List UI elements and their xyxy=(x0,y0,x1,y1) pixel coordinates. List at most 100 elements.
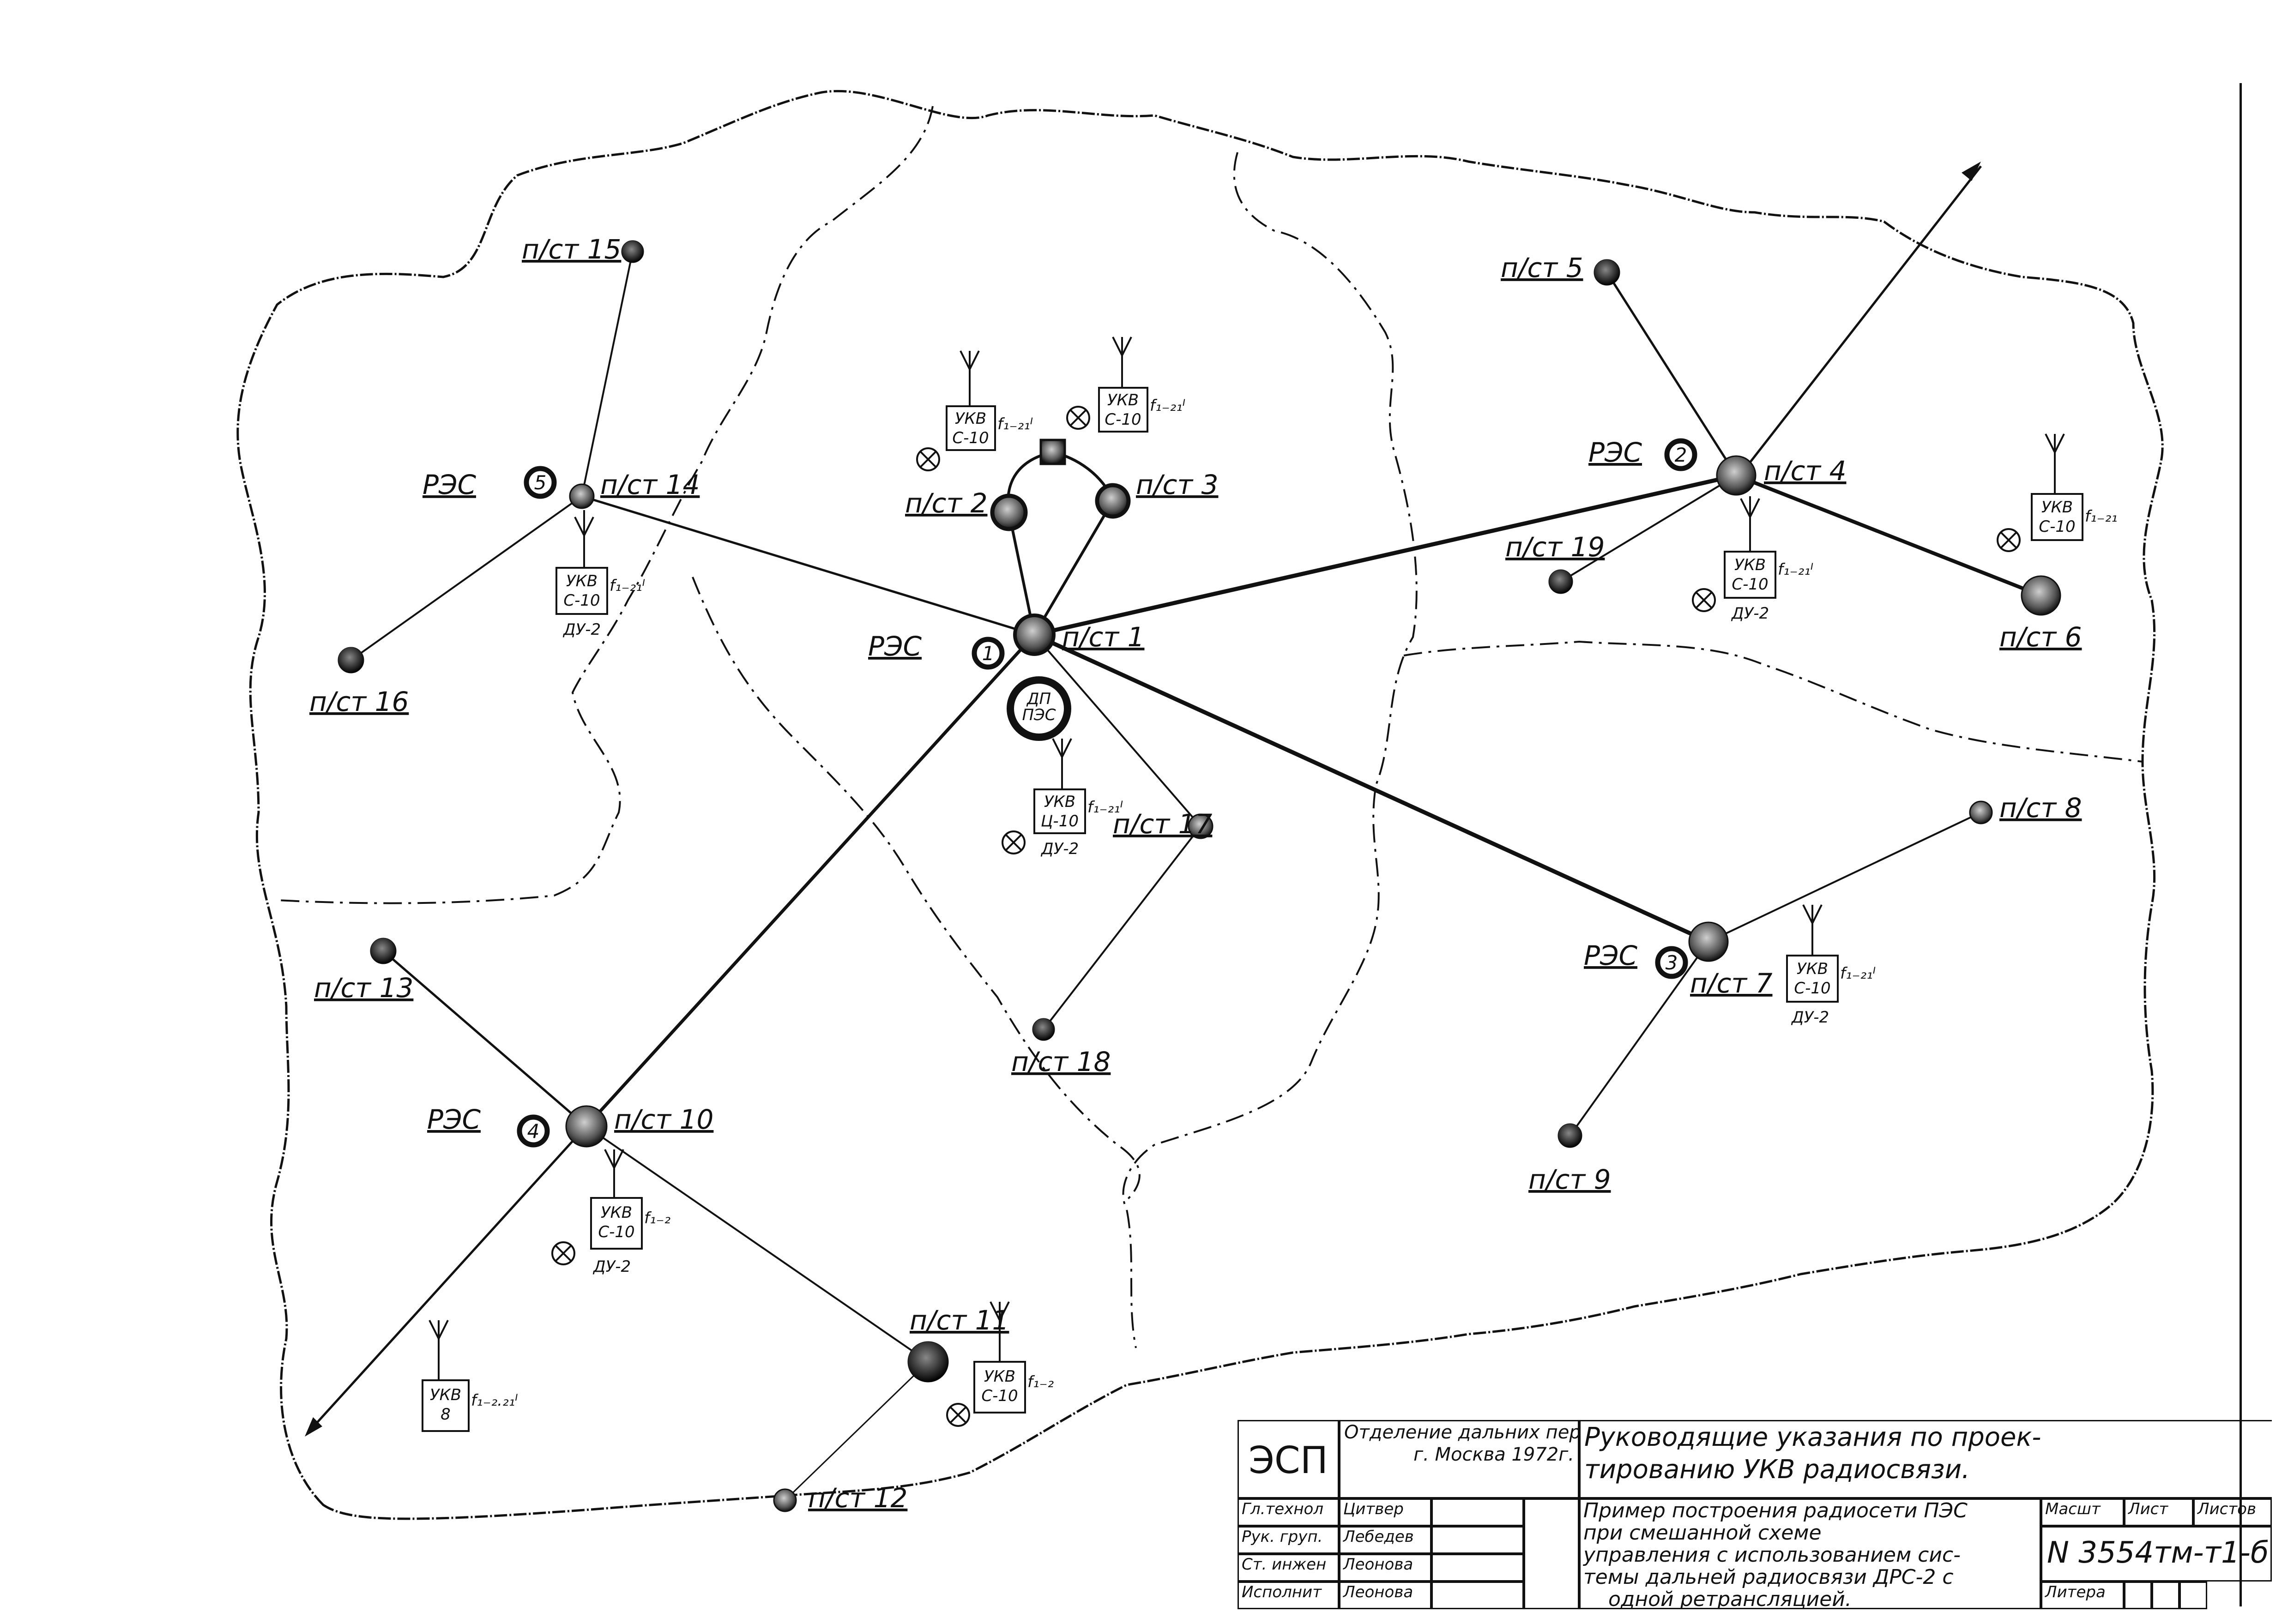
stamp-title-line2: тированию УКВ радиосвязи. xyxy=(1584,1455,1970,1485)
label-n5: п/ст 5 xyxy=(1501,252,1583,283)
node-n10 xyxy=(565,1105,608,1148)
u3-line2: С-10 xyxy=(1105,410,1141,429)
u8-line1: УКВ xyxy=(601,1203,632,1222)
dp-pes-node xyxy=(1007,676,1071,741)
res-label-4: РЭС xyxy=(427,1104,481,1135)
stamp-empty xyxy=(1524,1498,1579,1609)
u6-extra: ДУ-2 xyxy=(1731,604,1769,623)
stamp-desc-line3: управления с использованием сис- xyxy=(1583,1543,1961,1567)
node-n16 xyxy=(338,647,364,674)
node-n8 xyxy=(1969,800,1993,824)
res-label-1: РЭС xyxy=(868,631,922,662)
label-n10: п/ст 10 xyxy=(614,1104,713,1135)
u9-freq: f₁₋₂ xyxy=(1027,1373,1054,1391)
u5-freq: f₁₋₂₁ xyxy=(2085,507,2118,526)
res-label-5: РЭС xyxy=(423,469,476,500)
stamp-signature-4 xyxy=(1431,1582,1524,1609)
label-n2: п/ст 2 xyxy=(905,487,987,519)
radio-unit-texts: УКВ Ц-10 f₁₋₂₁ᴵ ДУ-2 УКВ С-10 f₁₋₂₁ᴵ УКВ… xyxy=(430,391,2118,1424)
stamp-role-1: Гл.технол xyxy=(1238,1498,1339,1526)
transit-lines xyxy=(305,162,1982,1437)
district-borders xyxy=(277,106,2143,1348)
stamp-title: Руководящие указания по проек- тированию… xyxy=(1579,1420,2272,1498)
stamp-org: ЭСП xyxy=(1238,1420,1339,1498)
u1-line1: УКВ xyxy=(1044,793,1075,811)
stamp-role-3: Ст. инжен xyxy=(1238,1554,1339,1582)
label-n8: п/ст 8 xyxy=(1999,792,2082,824)
u1-freq: f₁₋₂₁ᴵ xyxy=(1087,798,1123,817)
u3-line1: УКВ xyxy=(1107,391,1139,409)
stamp-dept-line2: г. Москва 1972г. xyxy=(1413,1444,1574,1465)
res-number-2: 2 xyxy=(1675,444,1687,466)
node-n5 xyxy=(1594,259,1620,286)
u9-line1: УКВ xyxy=(984,1367,1015,1386)
node-n6 xyxy=(2021,575,2061,616)
node-n15 xyxy=(621,240,644,263)
stamp-name-3: Леонова xyxy=(1339,1554,1431,1582)
label-n14: п/ст 14 xyxy=(600,469,700,500)
node-n7 xyxy=(1688,921,1729,962)
stamp-description: Пример построения радиосети ПЭС при смеш… xyxy=(1579,1498,2041,1609)
stamp-name-2: Лебедев xyxy=(1339,1526,1431,1554)
u7-line2: С-10 xyxy=(1794,979,1830,998)
dp-label-1: ДП xyxy=(1026,690,1051,708)
stamp-letter-box-1 xyxy=(2124,1582,2152,1609)
u9-line2: С-10 xyxy=(981,1387,1018,1405)
stamp-role-4: Исполнит xyxy=(1238,1582,1339,1609)
radio-unit-u6 xyxy=(1692,496,1776,612)
res-markers: 5 1 2 3 4 РЭС РЭС РЭС РЭС РЭС xyxy=(423,437,1697,1148)
u1-extra: ДУ-2 xyxy=(1040,840,1079,858)
node-n3 xyxy=(1095,483,1131,519)
station-labels: п/ст 15 п/ст 14 п/ст 16 п/ст 2 п/ст 3 п/… xyxy=(309,234,2082,1514)
u4-freq: f₁₋₂₁ᴵ xyxy=(610,577,645,595)
u1-line2: Ц-10 xyxy=(1041,812,1079,830)
node-n17 xyxy=(1188,813,1213,839)
u10-freq: f₁₋₂.₂₁ᴵ xyxy=(471,1391,518,1410)
u2-freq: f₁₋₂₁ᴵ xyxy=(997,415,1033,433)
label-n15: п/ст 15 xyxy=(522,234,621,265)
node-n4 xyxy=(1716,455,1757,496)
region-boundary xyxy=(236,90,2164,1520)
stamp-name-1: Цитвер xyxy=(1339,1498,1431,1526)
label-n1: п/ст 1 xyxy=(1062,621,1144,653)
dp-label-2: ПЭС xyxy=(1022,706,1056,724)
u5-line1: УКВ xyxy=(2041,498,2073,517)
u10-line1: УКВ xyxy=(430,1386,461,1404)
stamp-title-line1: Руководящие указания по проек- xyxy=(1584,1422,2041,1452)
u4-line2: С-10 xyxy=(563,591,600,610)
node-n13 xyxy=(370,938,397,964)
node-n12 xyxy=(773,1488,797,1512)
res-number-1: 1 xyxy=(982,642,995,665)
label-n13: п/ст 13 xyxy=(314,972,413,1004)
label-n11: п/ст 11 xyxy=(910,1305,1009,1336)
res-label-2: РЭС xyxy=(1588,437,1642,468)
links xyxy=(350,251,2042,1501)
stamp-letter-box-2 xyxy=(2152,1582,2179,1609)
u7-freq: f₁₋₂₁ᴵ xyxy=(1840,964,1876,983)
node-n14 xyxy=(569,483,595,509)
title-block: ЭСП Отделение дальних передач г. Москва … xyxy=(1238,1420,2272,1609)
node-n2 xyxy=(990,493,1028,531)
res-number-4: 4 xyxy=(527,1120,540,1143)
radio-unit-u2 xyxy=(916,350,996,471)
node-n11 xyxy=(907,1341,949,1383)
radio-unit-u4 xyxy=(555,510,608,615)
stamp-signature-2 xyxy=(1431,1526,1524,1554)
stamp-name-4: Леонова xyxy=(1339,1582,1431,1609)
u4-line1: УКВ xyxy=(566,572,598,590)
label-n6: п/ст 6 xyxy=(1999,621,2082,653)
stamp-dept: Отделение дальних передач г. Москва 1972… xyxy=(1339,1420,1579,1498)
radio-unit-u8 xyxy=(551,1149,643,1265)
u2-line2: С-10 xyxy=(952,429,989,447)
stations xyxy=(338,240,2061,1512)
radio-unit-u5 xyxy=(1997,433,2083,552)
res-number-3: 3 xyxy=(1666,951,1678,974)
radio-units xyxy=(422,337,2083,1432)
stamp-letter-box-3 xyxy=(2179,1582,2207,1609)
u8-line2: С-10 xyxy=(598,1223,634,1241)
stamp-role-2: Рук. груп. xyxy=(1238,1526,1339,1554)
label-n18: п/ст 18 xyxy=(1011,1046,1111,1077)
node-n18 xyxy=(1032,1018,1055,1041)
u2-line1: УКВ xyxy=(955,409,986,428)
